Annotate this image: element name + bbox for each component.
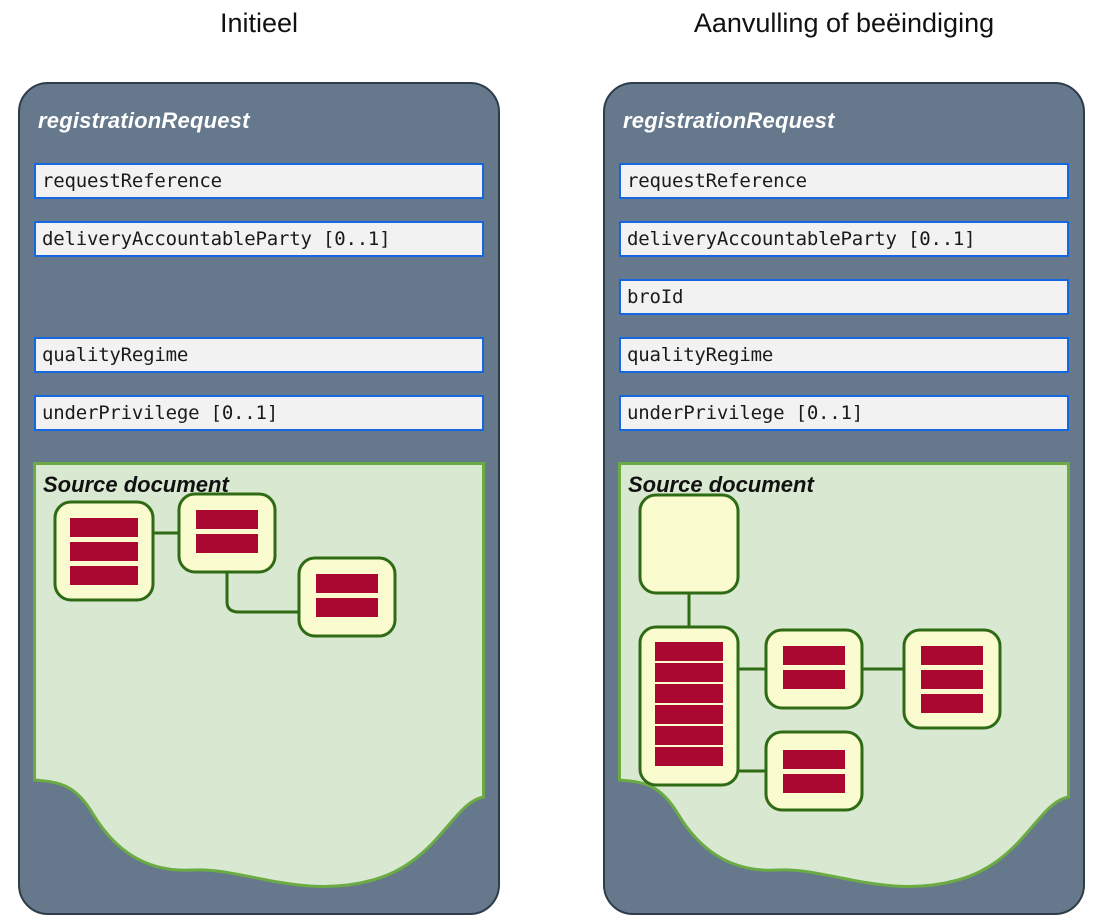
tree-node-n2 xyxy=(902,628,1002,730)
tree-node-c xyxy=(297,556,397,638)
field-quality-regime[interactable]: qualityRegime xyxy=(619,337,1069,373)
field-quality-regime[interactable]: qualityRegime xyxy=(34,337,484,373)
field-broid-absent-placeholder xyxy=(34,279,484,315)
tree-node-main xyxy=(638,625,740,787)
tree-node-root-empty xyxy=(638,493,740,595)
source-document-block-aanvulling: Source document xyxy=(618,462,1070,913)
panel-title: registrationRequest xyxy=(623,108,835,133)
panel-title: registrationRequest xyxy=(38,108,250,133)
field-broid[interactable]: broId xyxy=(619,279,1069,315)
field-list-initieel: requestReference deliveryAccountablePart… xyxy=(34,163,484,453)
registration-request-panel-initieel: registrationRequest requestReference del… xyxy=(18,82,500,915)
field-request-reference[interactable]: requestReference xyxy=(34,163,484,199)
tree-node-n1 xyxy=(764,628,864,710)
column-title-aanvulling: Aanvulling of beëindiging xyxy=(693,8,995,38)
source-document-title: Source document xyxy=(628,472,814,497)
source-document-tree-aanvulling xyxy=(638,493,1002,812)
column-title-initieel: Initieel xyxy=(219,8,299,38)
tree-node-b xyxy=(177,492,277,574)
source-document-block-initieel: Source document xyxy=(33,462,485,913)
field-request-reference[interactable]: requestReference xyxy=(619,163,1069,199)
field-delivery-accountable-party[interactable]: deliveryAccountableParty [0..1] xyxy=(34,221,484,257)
edge-b-to-c xyxy=(225,572,299,614)
tree-node-a xyxy=(53,500,155,602)
field-list-aanvulling: requestReference deliveryAccountablePart… xyxy=(619,163,1069,453)
field-under-privilege[interactable]: underPrivilege [0..1] xyxy=(619,395,1069,431)
tree-node-n3 xyxy=(764,730,864,812)
field-under-privilege[interactable]: underPrivilege [0..1] xyxy=(34,395,484,431)
registration-request-panel-aanvulling: registrationRequest requestReference del… xyxy=(603,82,1085,915)
field-delivery-accountable-party[interactable]: deliveryAccountableParty [0..1] xyxy=(619,221,1069,257)
source-document-tree-initieel xyxy=(53,492,397,638)
